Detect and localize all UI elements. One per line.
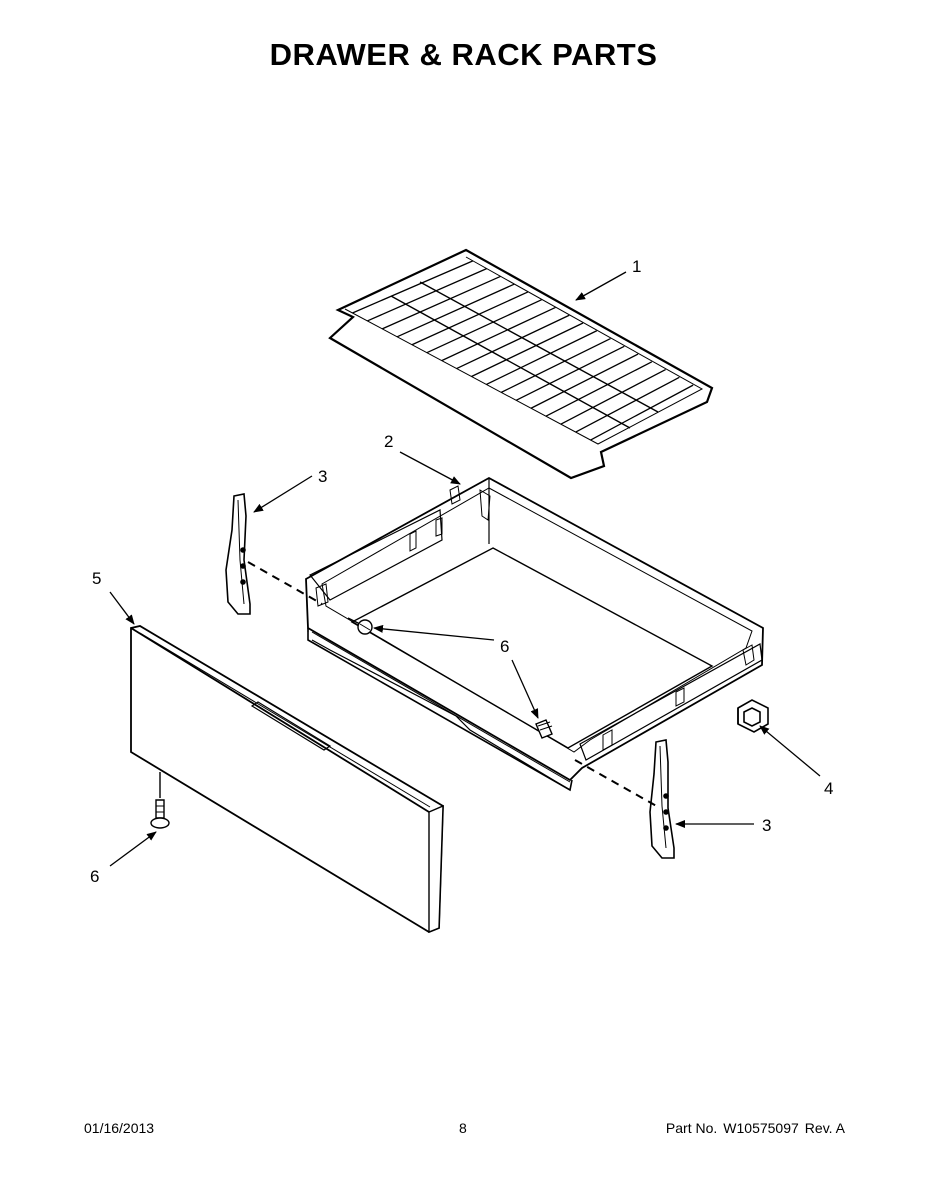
callout-5-drawer-panel: 5 — [92, 569, 101, 588]
rack-wire — [441, 306, 556, 362]
rack-wire — [411, 291, 529, 346]
drawer-slide-front-right — [649, 739, 675, 859]
callout-leaders — [109, 271, 821, 867]
screw-right — [535, 719, 553, 739]
footer-part-number: W10575097 — [723, 1120, 799, 1136]
rack-wire — [352, 260, 474, 314]
footer-part-label: Part No. — [665, 1120, 718, 1136]
rack-wire — [396, 283, 515, 338]
rack-wire — [500, 337, 611, 393]
rack-wire — [515, 345, 625, 401]
drawer-bracket — [737, 699, 769, 733]
screw-panel — [150, 772, 170, 829]
drawer-slide-rear-left — [225, 493, 251, 615]
callout-3-slide-right: 3 — [762, 816, 771, 835]
rack-wire — [575, 376, 680, 433]
footer-revision: Rev. A — [804, 1120, 845, 1136]
rack-wire — [560, 369, 666, 425]
rack-wire — [381, 275, 501, 330]
rack-wires — [352, 260, 694, 441]
rack-wire — [456, 314, 570, 370]
callout-6-screw-center: 6 — [500, 637, 509, 656]
callout-3-slide-left: 3 — [318, 467, 327, 486]
rack-wire — [486, 330, 598, 386]
footer-page-number: 8 — [459, 1120, 467, 1136]
screw-center — [347, 617, 373, 635]
callout-1-rack: 1 — [632, 257, 641, 276]
page-title: DRAWER & RACK PARTS — [269, 37, 658, 72]
callout-4-bracket: 4 — [824, 779, 833, 798]
alignment-lines — [247, 561, 661, 809]
rack-wire — [471, 322, 584, 378]
footer-part-info: Part No. W10575097 Rev. A — [660, 1120, 845, 1136]
rack-wire — [530, 353, 639, 409]
oven-rack — [328, 248, 714, 480]
footer-date: 01/16/2013 — [84, 1120, 155, 1136]
drawer-front-panel — [130, 625, 444, 934]
rack-wire — [545, 361, 653, 417]
rack-wire — [367, 268, 487, 322]
rack-wire — [426, 299, 542, 354]
drawer-body — [305, 476, 764, 792]
rack-wire — [590, 384, 694, 441]
callout-2-drawer-body: 2 — [384, 432, 393, 451]
callout-6-screw-panel: 6 — [90, 867, 99, 886]
